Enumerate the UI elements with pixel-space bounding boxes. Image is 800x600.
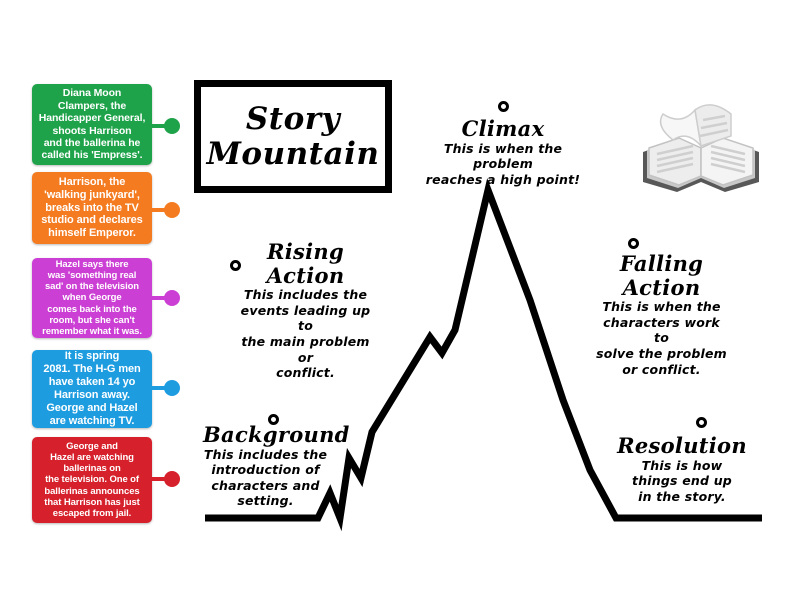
story-mountain-title-box: Story Mountain [194,80,392,193]
book-page-curl [659,108,703,149]
card-diana-moon-clampers[interactable]: Diana Moon Clampers, the Handicapper Gen… [32,84,152,165]
connector-dot[interactable] [164,380,180,396]
book-text-lines [656,114,746,174]
connector-stem [152,296,174,300]
stage-climax-description: This is when the problem reaches a high … [425,140,581,187]
card-spring-2081-connector [152,380,180,396]
stage-resolution-description: This is how things end up in the story. [632,457,732,504]
stage-background-heading: Background [203,422,350,447]
connector-stem [152,477,174,481]
stage-background-description: This includes the introduction of charac… [203,446,328,509]
card-text: Diana Moon Clampers, the Handicapper Gen… [38,87,146,162]
stage-rising-action-heading: Rising Action [266,239,345,288]
card-text: George and Hazel are watching ballerinas… [44,440,140,519]
card-text: Hazel says there was 'something real sad… [42,258,142,338]
connector-dot[interactable] [164,471,180,487]
connector-stem [152,386,174,390]
card-harrison-emperor[interactable]: Harrison, the 'walking junkyard', breaks… [32,172,152,244]
card-harrison-emperor-connector [152,202,180,218]
stage-climax-heading: Climax [461,116,545,141]
card-spring-2081[interactable]: It is spring 2081. The H-G men have take… [32,350,152,428]
card-ballerina-announces-connector [152,471,180,487]
card-text: Harrison, the 'walking junkyard', breaks… [41,175,143,240]
stage-resolution-marker-icon[interactable] [696,417,707,428]
connector-dot[interactable] [164,290,180,306]
stage-falling-action-description: This is when the characters work to solv… [596,299,727,377]
stage-background-marker-icon[interactable] [268,414,279,425]
card-ballerina-announces[interactable]: George and Hazel are watching ballerinas… [32,437,152,523]
stage-falling-action-marker-icon[interactable] [628,238,639,249]
connector-dot[interactable] [164,202,180,218]
open-book-icon [643,104,759,192]
stage-rising-action-marker-icon[interactable] [230,260,241,271]
card-hazel-something-real-sad[interactable]: Hazel says there was 'something real sad… [32,258,152,338]
stage-falling-action-heading: Falling Action [619,251,704,300]
page-title: Story Mountain [206,100,380,172]
stage-resolution-heading: Resolution [617,433,747,458]
card-hazel-something-real-sad-connector [152,290,180,306]
connector-stem [152,124,174,128]
stage-rising-action-description: This includes the events leading up to t… [240,287,371,381]
connector-stem [152,208,174,212]
mountain-line [205,178,762,532]
card-diana-moon-clampers-connector [152,118,180,134]
stage-climax-marker-icon[interactable] [498,101,509,112]
connector-dot[interactable] [164,118,180,134]
card-text: It is spring 2081. The H-G men have take… [43,350,141,427]
